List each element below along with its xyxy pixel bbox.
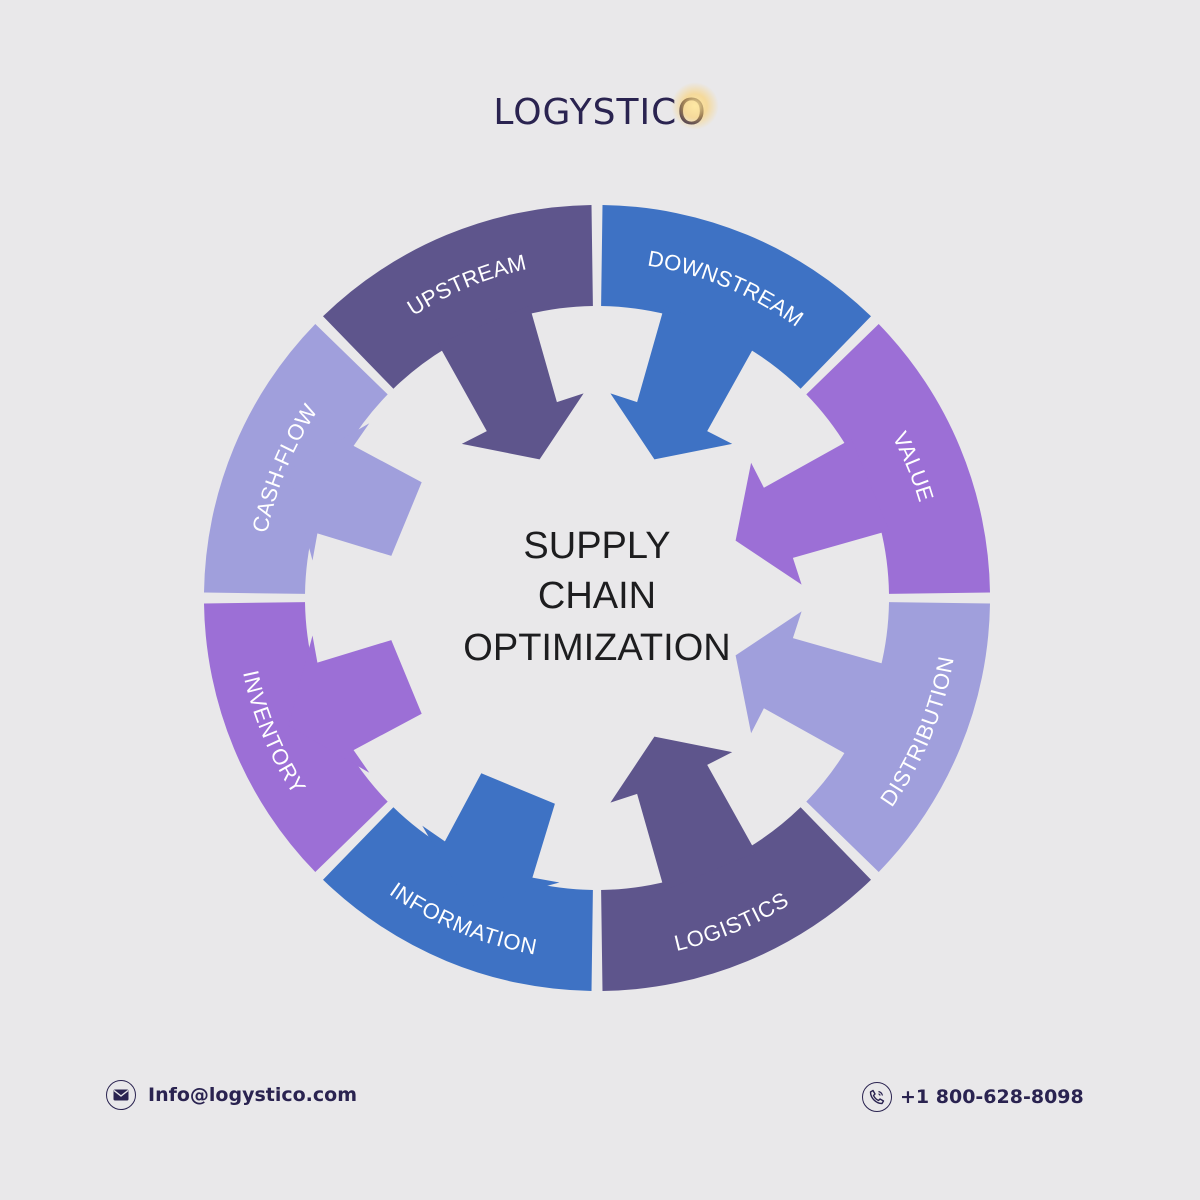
segment-upstream (323, 205, 593, 389)
brand-name: LOGYSTICO (493, 92, 707, 133)
phone-number[interactable]: +1 800-628-8098 (900, 1086, 1084, 1108)
email-address[interactable]: Info@logystico.com (148, 1084, 358, 1106)
arrow-downstream (610, 305, 756, 460)
envelope-icon (106, 1080, 136, 1110)
arrow-value (735, 439, 890, 585)
arrow-distribution (735, 611, 890, 757)
segment-distribution (806, 602, 990, 872)
arrow-inventory (288, 635, 422, 773)
arrow-logistics (610, 736, 756, 891)
segment-downstream (601, 205, 871, 389)
segment-inventory (204, 602, 388, 872)
center-title-line-1: SUPPLY (523, 525, 670, 567)
center-title-line-2: CHAIN (538, 575, 656, 617)
segment-cash-flow (204, 324, 388, 594)
arrow-information (422, 773, 560, 907)
segment-value (806, 324, 990, 594)
segment-information (323, 807, 593, 991)
arrow-upstream (438, 305, 584, 460)
center-title-line-3: OPTIMIZATION (463, 627, 730, 669)
email-contact[interactable]: Info@logystico.com (106, 1080, 357, 1110)
phone-contact[interactable]: +1 800-628-8098 (862, 1082, 1084, 1112)
segment-logistics (601, 807, 871, 991)
arrow-cash-flow (288, 423, 422, 561)
phone-icon (862, 1082, 892, 1112)
